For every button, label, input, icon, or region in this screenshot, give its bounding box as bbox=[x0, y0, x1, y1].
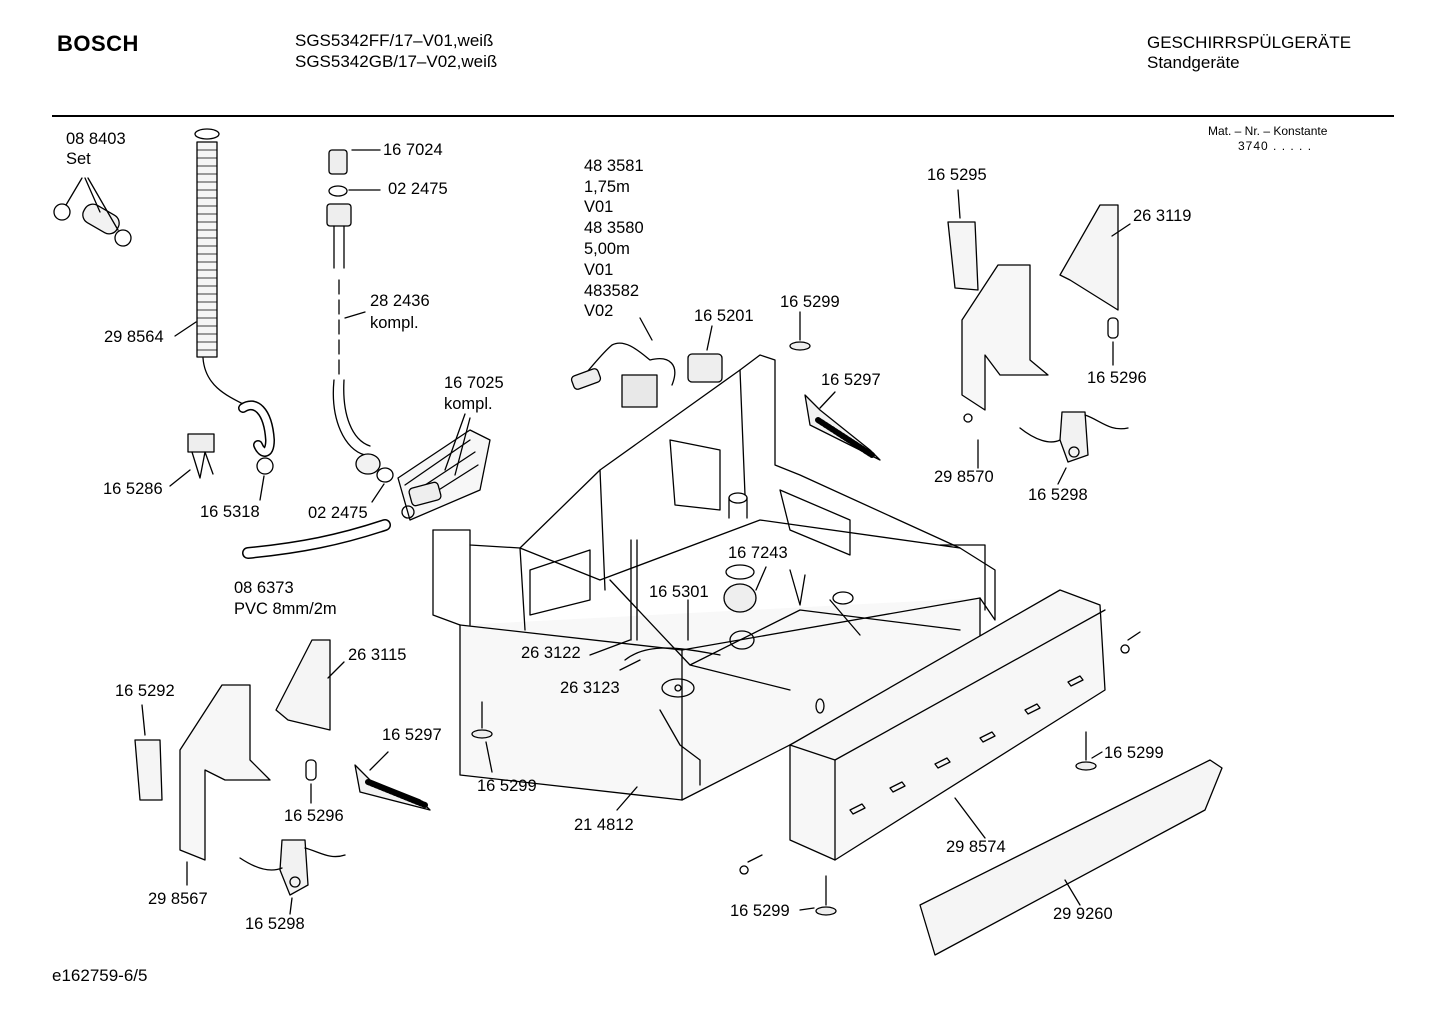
screw-feet-drawing bbox=[471, 311, 1141, 916]
drawing-id: e162759-6/5 bbox=[52, 966, 148, 985]
part-label: 16 5318 bbox=[200, 503, 260, 521]
part-label: 16 5296 bbox=[284, 807, 344, 825]
base-frame-drawing bbox=[432, 354, 996, 811]
part-label: 02 2475 bbox=[388, 180, 448, 198]
part-note: kompl. bbox=[444, 395, 493, 413]
part-label: 02 2475 bbox=[308, 504, 368, 522]
left-bracket-drawing bbox=[134, 639, 346, 915]
part-label: 16 5201 bbox=[694, 307, 754, 325]
spring-drawing bbox=[354, 391, 881, 811]
aquastop-valve-drawing bbox=[397, 413, 491, 521]
cable-label: 5,00m bbox=[584, 240, 630, 258]
part-label: 16 5292 bbox=[115, 682, 175, 700]
part-note: Set bbox=[66, 150, 91, 168]
cable-label: V02 bbox=[584, 302, 614, 320]
part-label: 16 7024 bbox=[383, 141, 443, 159]
part-label: 29 8570 bbox=[934, 468, 994, 486]
part-label: 29 8567 bbox=[148, 890, 208, 908]
part-label: 16 7243 bbox=[728, 544, 788, 562]
subcategory-title: Standgeräte bbox=[1147, 53, 1240, 72]
part-label: 21 4812 bbox=[574, 816, 634, 834]
part-label: 16 5299 bbox=[730, 902, 790, 920]
part-label: 16 7025 bbox=[444, 374, 504, 392]
part-label: 16 5301 bbox=[649, 583, 709, 601]
part-label: 16 5299 bbox=[780, 293, 840, 311]
part-label: 16 5299 bbox=[477, 777, 537, 795]
cable-label: 48 3581 bbox=[584, 157, 644, 175]
material-number-value: 3740 . . . . . bbox=[1238, 139, 1313, 153]
part-label: 26 3122 bbox=[521, 644, 581, 662]
cable-label: V01 bbox=[584, 198, 614, 216]
header-divider bbox=[52, 115, 1394, 117]
clamp-set-drawing bbox=[53, 177, 132, 247]
right-bracket-drawing bbox=[947, 189, 1131, 485]
part-label: 26 3123 bbox=[560, 679, 620, 697]
part-label: 26 3115 bbox=[348, 646, 407, 664]
part-label: 16 5297 bbox=[821, 371, 881, 389]
part-label: 16 5296 bbox=[1087, 369, 1147, 387]
part-label: 08 8403 bbox=[66, 130, 126, 148]
part-label: 29 8564 bbox=[104, 328, 164, 346]
brand-logo: BOSCH bbox=[57, 31, 139, 56]
part-label: 29 8574 bbox=[946, 838, 1006, 856]
model-line-1: SGS5342FF/17–V01,weiß bbox=[295, 31, 494, 50]
part-note: PVC 8mm/2m bbox=[234, 600, 337, 618]
drain-hose-drawing bbox=[174, 128, 275, 501]
model-line-2: SGS5342GB/17–V02,weiß bbox=[295, 52, 498, 71]
material-number-label: Mat. – Nr. – Konstante bbox=[1208, 124, 1328, 138]
part-label: 16 5298 bbox=[1028, 486, 1088, 504]
inlet-hose-drawing bbox=[326, 149, 394, 503]
part-label: 16 5286 bbox=[103, 480, 163, 498]
part-note: kompl. bbox=[370, 314, 419, 332]
front-panel-drawing bbox=[789, 589, 1223, 956]
part-label: 28 2436 bbox=[370, 292, 430, 310]
part-label: 16 5298 bbox=[245, 915, 305, 933]
part-label: 16 5297 bbox=[382, 726, 442, 744]
cable-label: 483582 bbox=[584, 282, 640, 300]
cable-harness-drawing bbox=[570, 317, 723, 408]
part-label: 16 5299 bbox=[1104, 744, 1164, 762]
part-label: 16 5295 bbox=[927, 166, 987, 184]
cable-label: V01 bbox=[584, 261, 614, 279]
cable-label: 1,75m bbox=[584, 178, 630, 196]
cable-label: 48 3580 bbox=[584, 219, 644, 237]
category-title: GESCHIRRSPÜLGERÄTE bbox=[1147, 33, 1352, 52]
part-label: 08 6373 bbox=[234, 579, 294, 597]
part-label: 26 3119 bbox=[1133, 207, 1192, 225]
part-label: 29 9260 bbox=[1053, 905, 1113, 923]
clip-drawing bbox=[169, 433, 215, 487]
